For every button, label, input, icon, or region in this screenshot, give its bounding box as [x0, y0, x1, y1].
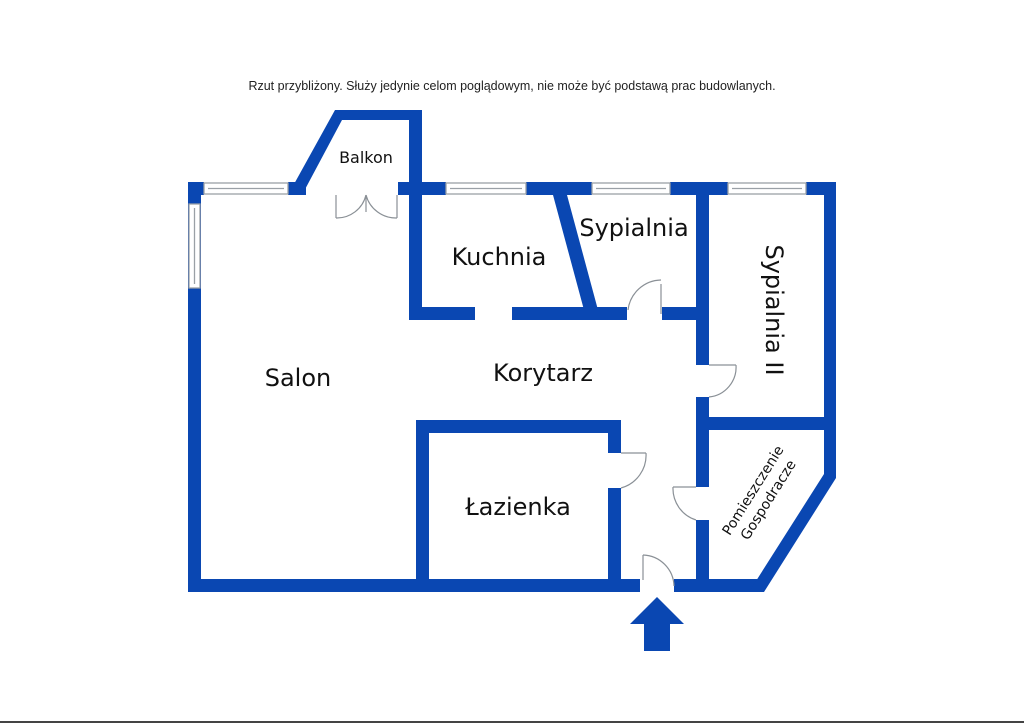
bottom-border-line [0, 721, 1024, 723]
wall-balcony-top [288, 110, 422, 195]
door-entrance-swing [642, 554, 675, 587]
wall-bath-east-a [608, 420, 621, 453]
wall-bath-west [416, 420, 429, 592]
wall-diagonal-kitchen [553, 195, 598, 310]
wall-kitchen-south-a [409, 307, 475, 320]
door-bath-swing [620, 452, 647, 489]
entrance-arrow-icon [630, 597, 684, 651]
room-label-balkon: Balkon [339, 148, 393, 167]
room-label-korytarz: Korytarz [493, 359, 593, 387]
disclaimer-text: Rzut przybliżony. Służy jedynie celom po… [248, 79, 776, 93]
wall-bedroom2-south [696, 417, 836, 430]
wall-storage-west-a [696, 417, 709, 487]
wall-storage-west-b [696, 520, 709, 592]
wall-bedroom2-west-a [696, 182, 709, 365]
room-label-lazienka: Łazienka [464, 493, 571, 521]
wall-north-corner [188, 182, 204, 195]
room-label-salon: Salon [265, 364, 332, 392]
wall-north-c [526, 182, 592, 195]
door-storage-swing [672, 486, 697, 521]
door-balcony-left-swing [335, 194, 367, 219]
walls [188, 110, 836, 592]
room-label-sypialnia-ii: Sypialnia II [760, 244, 788, 375]
doors [335, 194, 737, 587]
room-label-sypialnia: Sypialnia [579, 214, 688, 242]
room-label-kuchnia: Kuchnia [452, 243, 547, 271]
windows [188, 182, 807, 289]
wall-bath-north [416, 420, 621, 433]
door-bedroom2-swing [708, 364, 737, 398]
wall-bedroom-south [662, 307, 707, 320]
wall-east-diagonal [749, 182, 836, 592]
room-labels: Balkon Kuchnia Sypialnia Sypialnia II Sa… [265, 148, 800, 543]
door-balcony-right-swing [365, 194, 398, 219]
wall-bath-east-b [608, 488, 621, 592]
wall-kitchen-south-b [512, 307, 627, 320]
wall-south-main [188, 579, 640, 592]
wall-north-e [806, 182, 836, 195]
door-bedroom-swing [627, 279, 662, 311]
wall-kitchen-west [409, 110, 422, 320]
